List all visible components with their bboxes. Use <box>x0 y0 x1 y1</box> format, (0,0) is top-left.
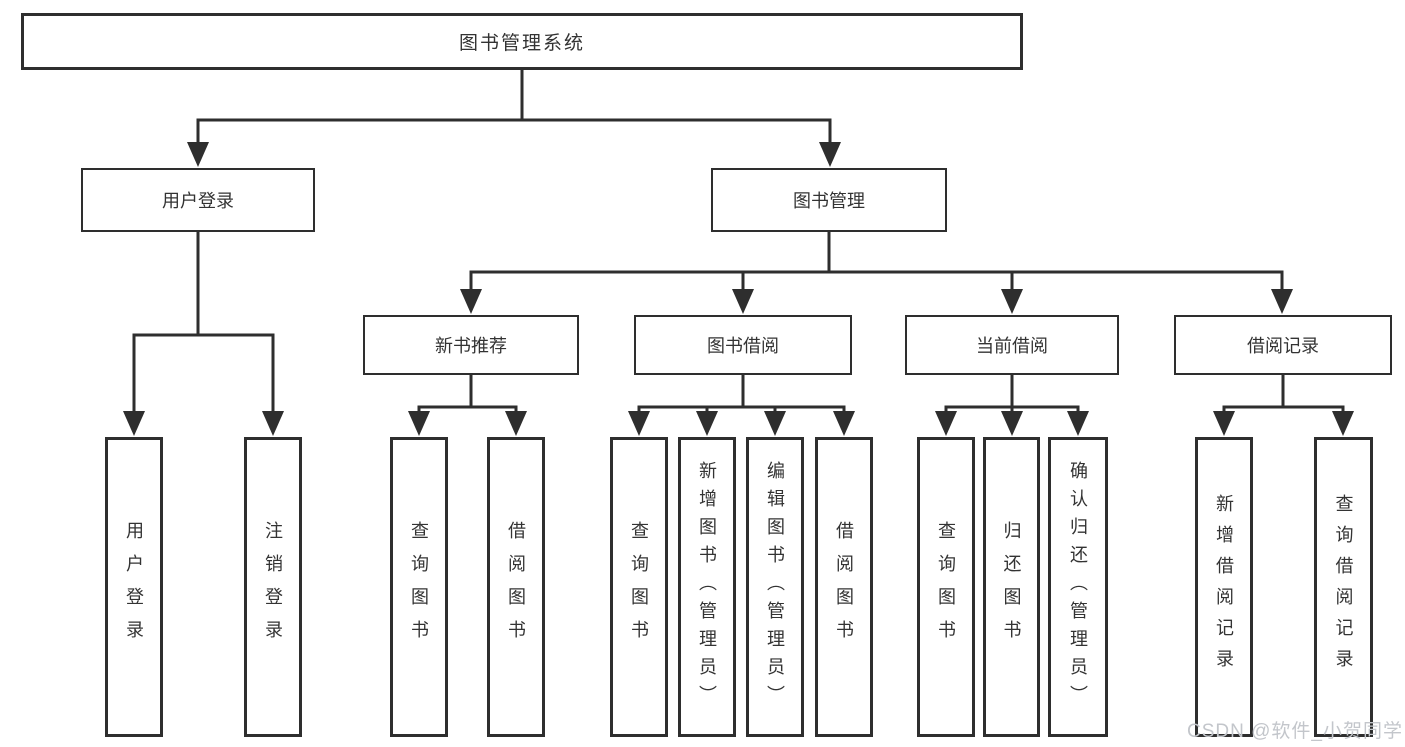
node-new-book-recommend-label: 新书推荐 <box>435 336 507 356</box>
node-book-borrow-label: 图书借阅 <box>707 336 779 356</box>
leaf-records-add-label: 新增借阅记录 <box>1214 494 1234 680</box>
leaf-current-confirm-admin-label: 确认归还（管理员） <box>1068 461 1088 713</box>
leaf-logout: 注销登录 <box>244 437 302 737</box>
leaf-records-query-label: 查询借阅记录 <box>1333 494 1354 680</box>
leaf-borrow-edit-admin-label: 编辑图书（管理员） <box>765 461 785 713</box>
node-borrow-records-label: 借阅记录 <box>1247 336 1319 356</box>
node-current-borrow-label: 当前借阅 <box>976 336 1048 356</box>
node-current-borrow: 当前借阅 <box>905 315 1119 375</box>
leaf-current-return: 归还图书 <box>983 437 1040 737</box>
node-user-login-label: 用户登录 <box>162 191 234 211</box>
leaf-logout-label: 注销登录 <box>263 521 283 653</box>
leaf-borrow-add-admin-label: 新增图书（管理员） <box>697 461 717 713</box>
leaf-current-query-label: 查询图书 <box>936 521 956 653</box>
leaf-current-query: 查询图书 <box>917 437 975 737</box>
leaf-borrow-query: 查询图书 <box>610 437 668 737</box>
node-new-book-recommend: 新书推荐 <box>363 315 579 375</box>
leaf-borrow-borrow: 借阅图书 <box>815 437 873 737</box>
leaf-user-login-label: 用户登录 <box>124 521 144 653</box>
leaf-borrow-borrow-label: 借阅图书 <box>834 521 854 653</box>
leaf-newbook-borrow: 借阅图书 <box>487 437 545 737</box>
leaf-borrow-add-admin: 新增图书（管理员） <box>678 437 736 737</box>
node-user-login: 用户登录 <box>81 168 315 232</box>
leaf-newbook-query-label: 查询图书 <box>409 521 429 653</box>
leaf-current-return-label: 归还图书 <box>1001 521 1022 653</box>
arrowheads <box>123 142 1354 436</box>
node-borrow-records: 借阅记录 <box>1174 315 1392 375</box>
leaf-newbook-query: 查询图书 <box>390 437 448 737</box>
watermark: CSDN @软件_小贺同学 <box>1187 721 1403 742</box>
leaf-newbook-borrow-label: 借阅图书 <box>506 521 526 653</box>
leaf-user-login: 用户登录 <box>105 437 163 737</box>
node-book-management: 图书管理 <box>711 168 947 232</box>
node-root-label: 图书管理系统 <box>458 33 585 54</box>
connector-paths <box>132 70 1345 412</box>
node-book-management-label: 图书管理 <box>793 191 865 211</box>
leaf-borrow-edit-admin: 编辑图书（管理员） <box>746 437 804 737</box>
leaf-records-add: 新增借阅记录 <box>1195 437 1253 737</box>
node-root: 图书管理系统 <box>21 13 1023 70</box>
leaf-borrow-query-label: 查询图书 <box>629 521 649 653</box>
leaf-records-query: 查询借阅记录 <box>1314 437 1373 737</box>
node-book-borrow: 图书借阅 <box>634 315 852 375</box>
leaf-current-confirm-admin: 确认归还（管理员） <box>1048 437 1108 737</box>
